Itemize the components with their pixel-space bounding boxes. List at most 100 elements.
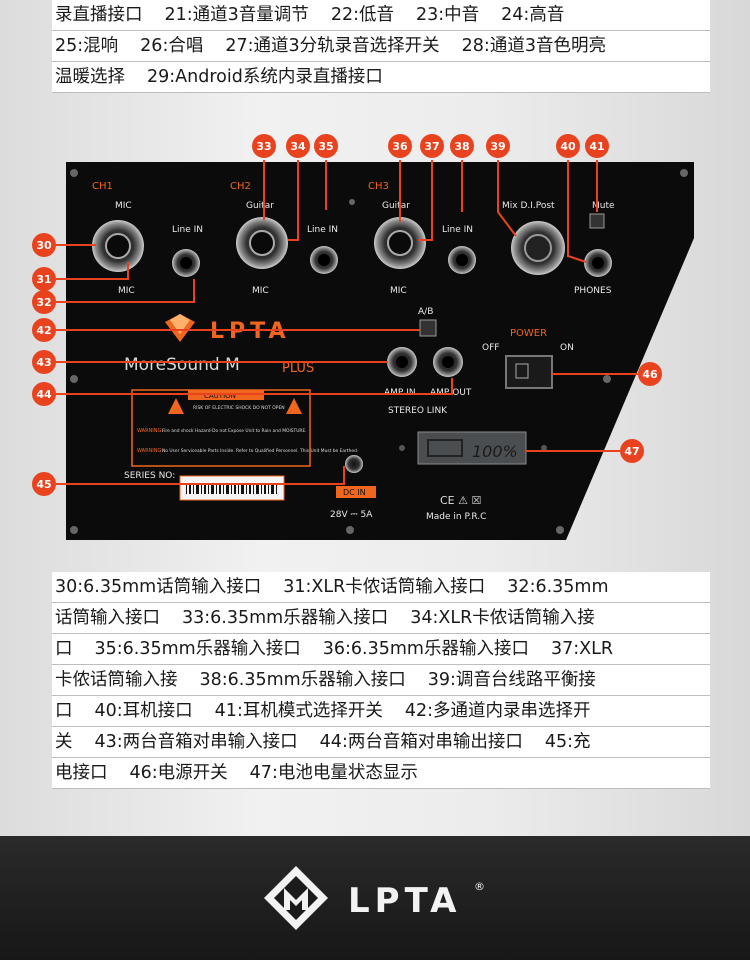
mute-label: Mute xyxy=(592,201,615,211)
bottom-item: 37:XLR xyxy=(550,639,614,659)
ab-switch[interactable] xyxy=(419,319,437,337)
ch2-mic-label: MIC xyxy=(252,286,269,296)
top-item: 温暖选择 xyxy=(55,67,125,87)
top-item: 27:通道3分轨录音选择开关 xyxy=(225,36,440,56)
svg-text:47: 47 xyxy=(624,445,639,458)
rear-panel-diagram: CH1 CH2 CH3 MIC Line IN MIC Guitar Line … xyxy=(32,134,694,540)
ch3-mic-label: MIC xyxy=(390,286,407,296)
panel-model-suffix: PLUS xyxy=(282,361,314,376)
bottom-item: 47:电池电量状态显示 xyxy=(249,763,418,783)
bottom-item: 41:耳机模式选择开关 xyxy=(214,701,383,721)
svg-text:30: 30 xyxy=(36,239,52,252)
bottom-item: 话筒输入接口 xyxy=(55,608,160,628)
callout-30: 30 xyxy=(32,233,56,257)
callout-44: 44 xyxy=(32,382,56,406)
svg-text:44: 44 xyxy=(36,388,52,401)
top-item: 26:合唱 xyxy=(140,36,204,56)
bottom-item: 36:6.35mm乐器输入接口 xyxy=(322,639,529,659)
ch1-mic-label: MIC xyxy=(115,201,132,211)
ch3-label: CH3 xyxy=(368,181,389,192)
callout-38: 38 xyxy=(450,134,474,158)
top-item: 29:Android系统内录直播接口 xyxy=(147,67,383,87)
top-item: 21:通道3音量调节 xyxy=(164,5,309,25)
warning1-text: Fire and shock Hazard-Do not Expose Unit… xyxy=(162,428,307,434)
svg-text:39: 39 xyxy=(490,140,505,153)
ch1-mic-bottom-label: MIC xyxy=(118,286,135,296)
svg-text:36: 36 xyxy=(392,140,408,153)
top-item: 25:混响 xyxy=(55,36,119,56)
svg-text:33: 33 xyxy=(256,140,271,153)
warning1-label: WARNING: xyxy=(137,428,163,434)
callout-37: 37 xyxy=(420,134,444,158)
bottom-item: 30:6.35mm话筒输入接口 xyxy=(55,577,262,597)
ch1-label: CH1 xyxy=(92,181,113,192)
bottom-line: 卡侬话筒输入接 38:6.35mm乐器输入接口 39:调音台线路平衡接 xyxy=(52,665,710,696)
footer-logo: LPTA ® xyxy=(264,866,485,930)
mute-switch[interactable] xyxy=(589,213,605,229)
battery-display-value: 100% xyxy=(472,442,518,461)
callout-43: 43 xyxy=(32,350,56,374)
callout-33: 33 xyxy=(252,134,276,158)
svg-text:35: 35 xyxy=(318,140,333,153)
footer-brand: LPTA xyxy=(348,881,461,921)
svg-text:40: 40 xyxy=(560,140,576,153)
lpta-diamond-icon xyxy=(264,866,328,930)
bottom-item: 卡侬话筒输入接 xyxy=(55,670,178,690)
svg-text:43: 43 xyxy=(36,356,51,369)
callout-41: 41 xyxy=(585,134,609,158)
made-in-label: Made in P.R.C xyxy=(426,512,486,522)
top-item: 28:通道3音色明亮 xyxy=(461,36,606,56)
bottom-item: 31:XLR卡侬话筒输入接口 xyxy=(283,577,486,597)
bottom-item: 关 xyxy=(55,732,73,752)
callout-35: 35 xyxy=(314,134,338,158)
panel-brand: LPTA xyxy=(210,319,290,344)
callout-46: 46 xyxy=(638,362,662,386)
callout-40: 40 xyxy=(556,134,580,158)
power-switch[interactable] xyxy=(505,355,553,389)
svg-text:38: 38 xyxy=(454,140,469,153)
callout-36: 36 xyxy=(388,134,412,158)
svg-text:31: 31 xyxy=(36,273,51,286)
callout-34: 34 xyxy=(286,134,310,158)
footer xyxy=(0,836,750,960)
dc-in-label: DC IN xyxy=(343,488,366,497)
bottom-item: 40:耳机接口 xyxy=(94,701,193,721)
footer-registered: ® xyxy=(474,880,485,893)
dc-in-jack[interactable] xyxy=(345,455,363,473)
bottom-item: 34:XLR卡侬话筒输入接 xyxy=(410,608,595,628)
bottom-item: 35:6.35mm乐器输入接口 xyxy=(94,639,301,659)
caution-shock: RISK OF ELECTRIC SHOCK DO NOT OPEN xyxy=(193,405,285,411)
svg-text:41: 41 xyxy=(589,140,604,153)
dc-spec-label: 28V ⎓ 5A xyxy=(330,510,373,520)
top-line: 25:混响 26:合唱 27:通道3分轨录音选择开关 28:通道3音色明亮 xyxy=(52,31,710,62)
caution-title: CAUTION xyxy=(204,392,236,400)
svg-text:32: 32 xyxy=(36,296,51,309)
ch1-line-in-label: Line IN xyxy=(172,225,203,235)
warning2-text: No User Serviceable Parts Inside. Refer … xyxy=(162,448,358,454)
top-line: 温暖选择 29:Android系统内录直播接口 xyxy=(52,62,710,93)
power-label: POWER xyxy=(510,328,547,339)
off-label: OFF xyxy=(482,343,499,353)
battery-display xyxy=(417,431,527,465)
callout-45: 45 xyxy=(32,472,56,496)
ab-label: A/B xyxy=(418,307,433,317)
callout-leader-lines xyxy=(56,160,638,485)
on-label: ON xyxy=(560,343,574,353)
bottom-item: 38:6.35mm乐器输入接口 xyxy=(199,670,406,690)
callout-42: 42 xyxy=(32,318,56,342)
bottom-item: 43:两台音箱对串输入接口 xyxy=(94,732,298,752)
callouts: 30 31 32 33 34 35 36 37 38 39 40 41 42 4… xyxy=(32,134,662,496)
panel-model: MoreSound M xyxy=(124,355,240,375)
bottom-item: 44:两台音箱对串输出接口 xyxy=(319,732,523,752)
ch3-line-in-label: Line IN xyxy=(442,225,473,235)
bottom-item: 46:电源开关 xyxy=(129,763,228,783)
bottom-item: 39:调音台线路平衡接 xyxy=(427,670,596,690)
panel-lpta-logo-mark xyxy=(165,314,195,342)
